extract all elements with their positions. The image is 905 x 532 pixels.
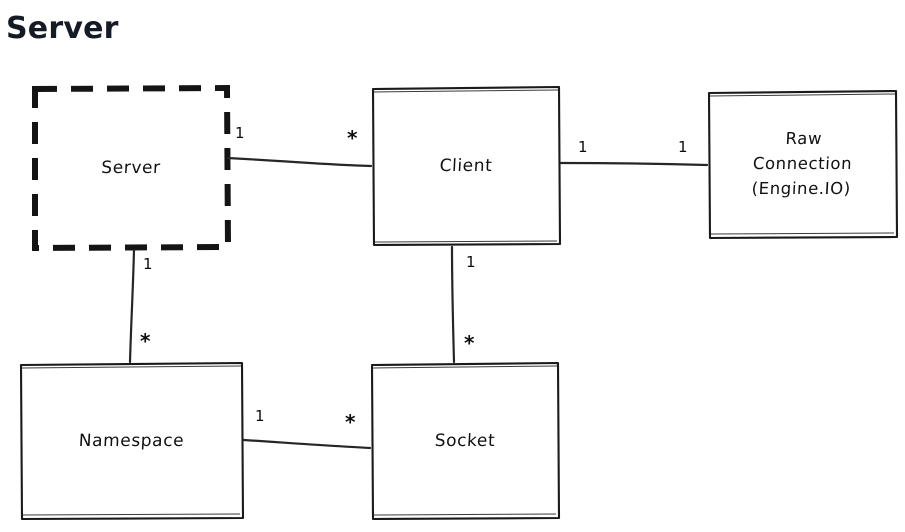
edge-server-namespace — [128, 248, 136, 364]
multiplicity-namespace-socket-target: * — [345, 410, 356, 434]
multiplicity-server-namespace-target: * — [140, 329, 151, 353]
edge-client-raw-connection — [559, 161, 709, 167]
node-label-server: Server — [100, 157, 162, 178]
edge-namespace-socket — [242, 438, 372, 450]
page-title: Server — [6, 11, 119, 46]
multiplicity-server-namespace-source: 1 — [143, 255, 153, 273]
node-label-client: Client — [439, 155, 493, 176]
multiplicity-server-client-target: * — [347, 126, 358, 150]
node-label-socket: Socket — [434, 430, 496, 451]
multiplicity-client-socket-source: 1 — [466, 253, 476, 271]
multiplicity-client-raw-connection-source: 1 — [578, 138, 588, 156]
edge-server-client — [226, 156, 373, 168]
multiplicity-namespace-socket-source: 1 — [255, 407, 265, 425]
node-label-namespace: Namespace — [78, 430, 185, 451]
multiplicity-server-client-source: 1 — [235, 124, 245, 142]
edge-client-socket — [450, 245, 456, 364]
multiplicity-client-socket-target: * — [464, 331, 475, 355]
multiplicity-client-raw-connection-target: 1 — [678, 138, 688, 156]
node-label-raw-connection: Raw Connection (Engine.IO) — [751, 129, 853, 198]
